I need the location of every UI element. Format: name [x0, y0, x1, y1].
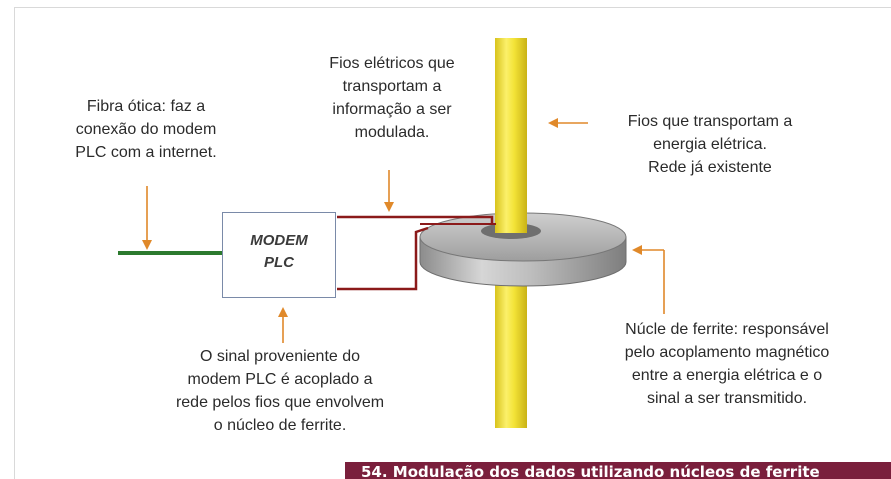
figure-caption: 54. Modulação dos dados utilizando núcle…	[361, 463, 820, 479]
coupling-label-line: rede pelos fios que envolvem	[175, 394, 385, 411]
signal-wires-label-line: informação a ser	[332, 101, 452, 118]
fiber-label-line: PLC com a internet.	[75, 144, 217, 161]
ferrite-label-line: pelo acoplamento magnético	[624, 344, 830, 361]
ferrite-label-line: Núcle de ferrite: responsável	[625, 321, 829, 338]
modem-plc-box: MODEM PLC	[222, 212, 336, 298]
fiber-label-line: conexão do modem	[75, 121, 217, 138]
power-wires-label-line: Fios que transportam a	[627, 113, 793, 130]
signal-wire-top	[337, 215, 494, 224]
power-wires-arrowhead	[548, 118, 558, 128]
coupling-label-line: modem PLC é acoplado a	[187, 371, 373, 388]
fiber-label-line: Fibra ótica: faz a	[86, 98, 206, 115]
signal-wires-arrowhead	[384, 202, 394, 212]
signal-wire-bottom	[337, 226, 429, 291]
ferrite-label-line: entre a energia elétrica e o	[631, 367, 823, 384]
signal-wires-label-line: Fios elétricos que	[329, 55, 455, 72]
power-rod-upper	[495, 38, 527, 233]
coupling-label: O sinal proveniente do modem PLC é acopl…	[149, 345, 411, 437]
ferrite-label-line: sinal a ser transmitido.	[646, 390, 808, 407]
power-wires-label-line: energia elétrica.	[653, 136, 767, 153]
modem-label-line: MODEM	[250, 232, 308, 249]
fiber-optic-label: Fibra ótica: faz a conexão do modem PLC …	[49, 95, 243, 164]
signal-wires-label: Fios elétricos que transportam a informa…	[292, 52, 492, 144]
power-wires-label-line: Rede já existente	[648, 159, 772, 176]
modem-label-line: PLC	[264, 254, 294, 271]
power-rod-lower	[495, 280, 527, 428]
ferrite-core-label: Núcle de ferrite: responsável pelo acopl…	[579, 318, 875, 410]
coupling-label-line: O sinal proveniente do	[199, 348, 361, 365]
frame-border-left	[14, 7, 15, 479]
modem-label: MODEM PLC	[223, 230, 335, 274]
coupling-arrowhead	[278, 307, 288, 317]
coupling-label-line: o núcleo de ferrite.	[213, 417, 347, 434]
power-wires-label: Fios que transportam a energia elétrica.…	[591, 110, 829, 179]
figure-caption-bar: 54. Modulação dos dados utilizando núcle…	[345, 462, 891, 479]
signal-wires-label-line: transportam a	[342, 78, 442, 95]
ferrite-arrowhead	[632, 245, 642, 255]
frame-border-top	[14, 7, 891, 8]
fiber-arrowhead	[142, 240, 152, 250]
signal-wires-label-line: modulada.	[354, 124, 430, 141]
